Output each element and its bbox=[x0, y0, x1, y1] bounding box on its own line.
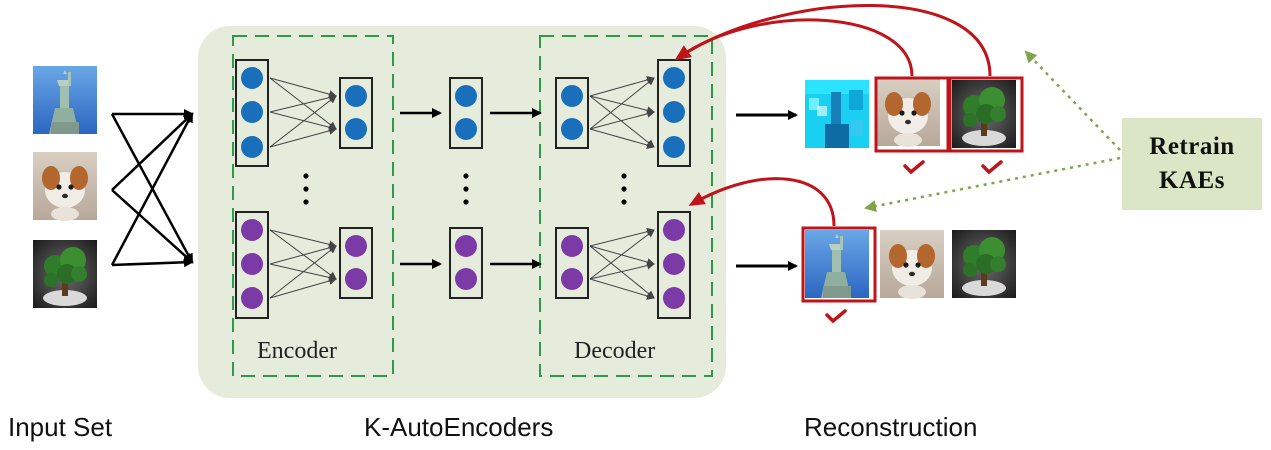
node bbox=[455, 235, 477, 257]
node bbox=[663, 253, 685, 275]
node bbox=[663, 136, 685, 158]
feedback-arrows bbox=[674, 3, 992, 227]
check-marks bbox=[825, 160, 1003, 324]
recon-top-tree-highlight bbox=[948, 76, 1024, 153]
node bbox=[345, 118, 367, 140]
recon-bottom-tree bbox=[952, 230, 1016, 298]
recon-top-dog-highlight bbox=[874, 76, 950, 153]
node bbox=[663, 67, 685, 89]
ellipsis-dots bbox=[303, 173, 627, 205]
node bbox=[241, 253, 263, 275]
decoder-label: Decoder bbox=[574, 338, 656, 364]
node bbox=[663, 287, 685, 309]
retrain-line1: Retrain bbox=[1149, 133, 1235, 160]
node bbox=[241, 101, 263, 123]
bottom-autoencoder bbox=[235, 211, 691, 319]
decoder-dashed-box bbox=[539, 35, 713, 377]
node bbox=[455, 268, 477, 290]
recon-top-tree bbox=[952, 80, 1016, 148]
node bbox=[345, 268, 367, 290]
input-image-dog bbox=[33, 152, 97, 221]
node bbox=[561, 85, 583, 107]
recon-bottom-statue bbox=[805, 230, 869, 298]
node bbox=[241, 287, 263, 309]
node bbox=[561, 235, 583, 257]
retrain-arrows bbox=[864, 50, 1121, 212]
input-set-label: Input Set bbox=[8, 412, 113, 442]
recon-top-dog bbox=[876, 78, 940, 147]
node bbox=[241, 136, 263, 158]
input-image-tree bbox=[33, 240, 97, 308]
input-routing-arrows bbox=[110, 109, 194, 268]
k-autoencoders-label: K-AutoEncoders bbox=[364, 412, 554, 442]
node bbox=[345, 235, 367, 257]
top-autoencoder bbox=[235, 59, 691, 167]
input-image-statue bbox=[33, 66, 97, 134]
node bbox=[455, 85, 477, 107]
node bbox=[455, 118, 477, 140]
node bbox=[345, 85, 367, 107]
node bbox=[663, 101, 685, 123]
recon-bottom-statue-highlight bbox=[801, 226, 877, 303]
recon-bottom-dog bbox=[880, 230, 944, 299]
recon-top-statue bbox=[805, 80, 869, 148]
k-autoencoders-panel bbox=[198, 26, 726, 398]
encoder-dashed-box bbox=[232, 35, 394, 377]
node bbox=[561, 268, 583, 290]
encoder-label: Encoder bbox=[257, 338, 337, 364]
node bbox=[561, 118, 583, 140]
reconstruction-label: Reconstruction bbox=[804, 412, 978, 442]
node bbox=[241, 219, 263, 241]
node bbox=[241, 67, 263, 89]
node bbox=[663, 219, 685, 241]
retrain-line2: KAEs bbox=[1159, 167, 1225, 194]
retrain-kaes-box: Retrain KAEs bbox=[1122, 118, 1262, 210]
